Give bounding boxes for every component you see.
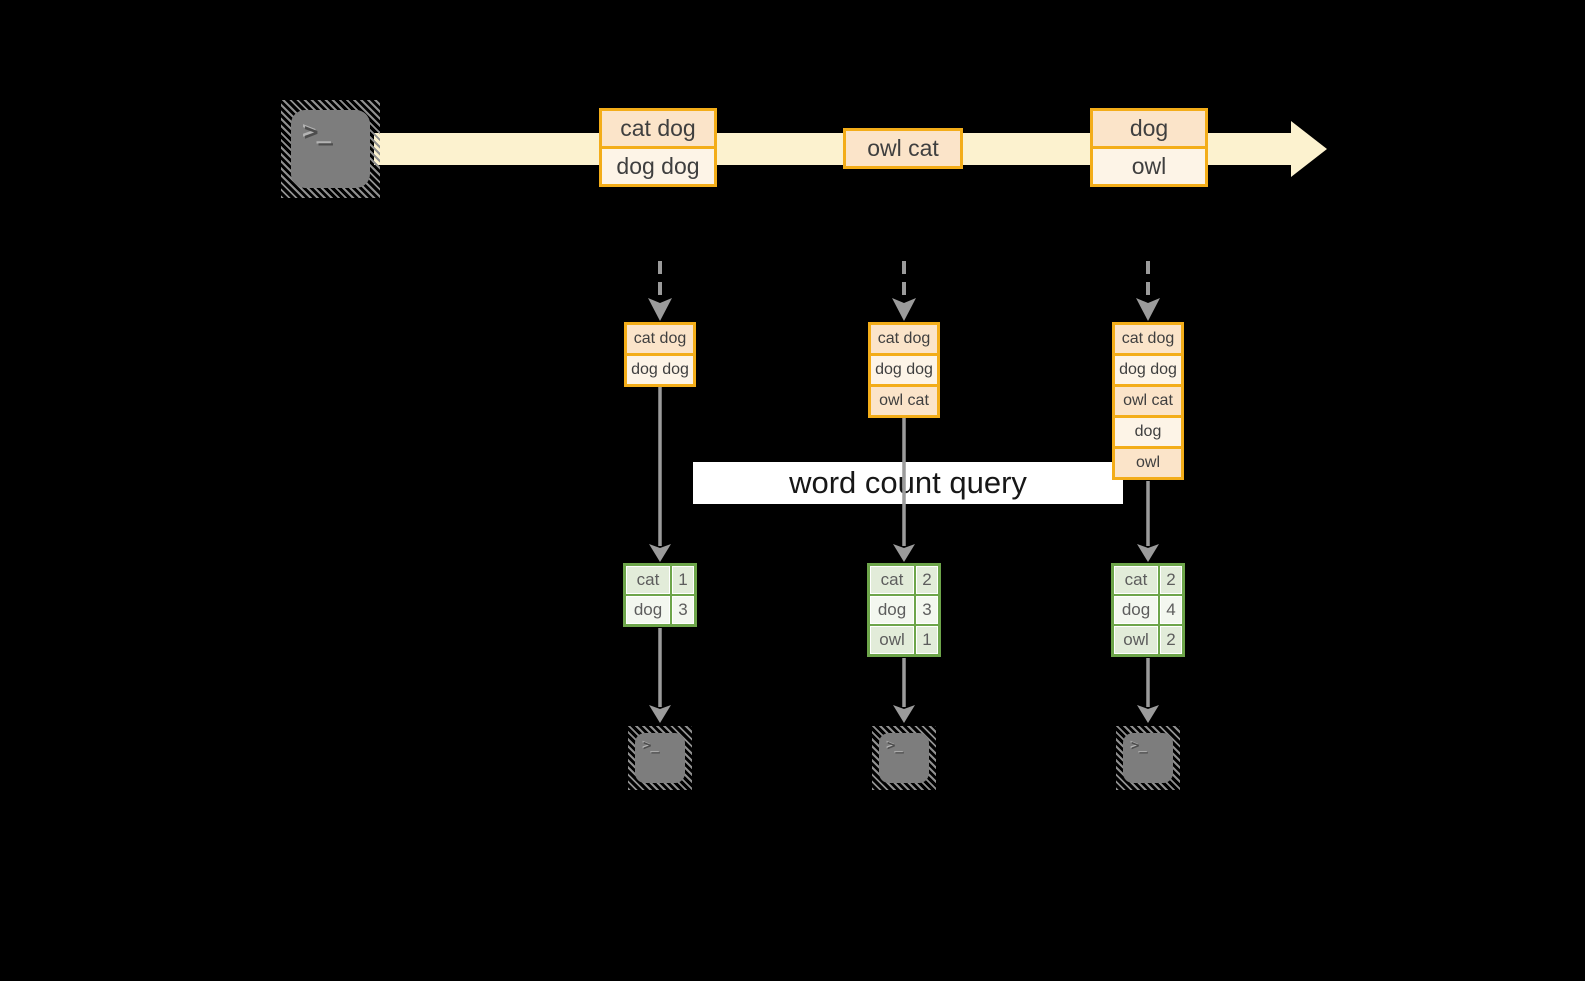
word-count-table: cat 1 dog 3 [623, 563, 697, 627]
arrowhead-icon [892, 298, 916, 321]
arrowhead-icon [648, 298, 672, 321]
terminal-prompt-icon: >_ [1131, 738, 1148, 754]
count-cell: 3 [672, 596, 694, 624]
arrowhead-icon [893, 705, 915, 723]
terminal-screen: >_ [291, 110, 370, 188]
word-cell: cat [1114, 566, 1158, 594]
table-row: cat 2 [870, 566, 938, 594]
record-cell: cat dog [871, 325, 937, 353]
record-cell: dog [1093, 111, 1205, 146]
count-cell: 1 [672, 566, 694, 594]
record-cell: owl cat [846, 131, 960, 166]
terminal-prompt-icon: >_ [643, 738, 660, 754]
word-cell: owl [870, 626, 914, 654]
terminal-prompt-icon: >_ [887, 738, 904, 754]
record-cell: dog dog [871, 356, 937, 384]
record-cell: owl cat [871, 387, 937, 415]
record-cell: cat dog [602, 111, 714, 146]
word-count-table: cat 2 dog 3 owl 1 [867, 563, 941, 657]
word-cell: cat [626, 566, 670, 594]
stream-arrowhead-icon [1291, 121, 1327, 177]
record-cell: owl cat [1115, 387, 1181, 415]
stream-batch: owl cat [843, 128, 963, 169]
terminal-prompt-icon: >_ [304, 118, 333, 146]
record-cell: cat dog [1115, 325, 1181, 353]
query-label-box: word count query [693, 462, 1123, 504]
arrowhead-icon [893, 544, 915, 562]
arrowhead-icon [649, 544, 671, 562]
record-cell: owl [1093, 149, 1205, 184]
buffered-records-stack: cat dog dog dog [624, 322, 696, 387]
count-cell: 2 [1160, 626, 1182, 654]
record-cell: cat dog [627, 325, 693, 353]
output-terminal-icon: >_ [628, 726, 692, 790]
arrowhead-icon [1137, 705, 1159, 723]
terminal-screen: >_ [635, 733, 685, 783]
terminal-screen: >_ [879, 733, 929, 783]
terminal-screen: >_ [1123, 733, 1173, 783]
output-terminal-icon: >_ [1116, 726, 1180, 790]
record-cell: dog dog [1115, 356, 1181, 384]
arrowhead-icon [1137, 544, 1159, 562]
record-cell: dog dog [602, 149, 714, 184]
table-row: dog 3 [626, 596, 694, 624]
record-cell: dog dog [627, 356, 693, 384]
arrowhead-icon [649, 705, 671, 723]
table-row: cat 1 [626, 566, 694, 594]
word-cell: dog [870, 596, 914, 624]
count-cell: 2 [916, 566, 938, 594]
table-row: cat 2 [1114, 566, 1182, 594]
word-cell: dog [1114, 596, 1158, 624]
word-cell: dog [626, 596, 670, 624]
count-cell: 2 [1160, 566, 1182, 594]
stream-batch: dog owl [1090, 108, 1208, 187]
table-row: owl 1 [870, 626, 938, 654]
record-cell: dog [1115, 418, 1181, 446]
word-count-table: cat 2 dog 4 owl 2 [1111, 563, 1185, 657]
arrowhead-icon [1136, 298, 1160, 321]
table-row: dog 3 [870, 596, 938, 624]
stream-batch: cat dog dog dog [599, 108, 717, 187]
count-cell: 3 [916, 596, 938, 624]
count-cell: 4 [1160, 596, 1182, 624]
table-row: owl 2 [1114, 626, 1182, 654]
word-cell: owl [1114, 626, 1158, 654]
buffered-records-stack: cat dog dog dog owl cat dog owl [1112, 322, 1184, 480]
buffered-records-stack: cat dog dog dog owl cat [868, 322, 940, 418]
count-cell: 1 [916, 626, 938, 654]
source-terminal-icon: >_ [281, 100, 380, 198]
word-cell: cat [870, 566, 914, 594]
table-row: dog 4 [1114, 596, 1182, 624]
output-terminal-icon: >_ [872, 726, 936, 790]
record-cell: owl [1115, 449, 1181, 477]
